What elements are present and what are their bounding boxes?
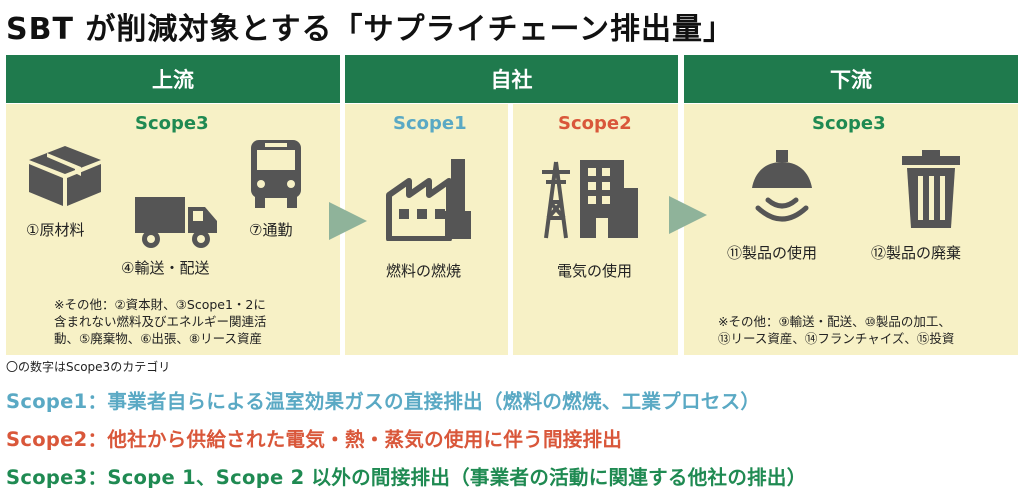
- scope2-definition: Scope2：他社から供給された電気・熱・蒸気の使用に伴う間接排出: [6, 428, 623, 451]
- scope1-definition: Scope1：事業者自らによる温室効果ガスの直接排出（燃料の燃焼、工業プロセス）: [6, 390, 761, 413]
- downstream-note: ※その他：⑨輸送・配送、⑩製品の加工、 ⑬リース資産、⑭フランチャイズ、⑮投資: [718, 314, 955, 346]
- scope1-label: Scope1: [393, 113, 467, 134]
- product-use-label: ⑪製品の使用: [727, 244, 818, 262]
- raw-materials-label: ①原材料: [26, 221, 85, 239]
- fuel-combustion-label: 燃料の燃焼: [386, 262, 462, 280]
- scope2-label: Scope2: [558, 113, 632, 134]
- power-building-icon: [542, 160, 638, 239]
- lamp-icon: [752, 150, 812, 222]
- truck-icon: [135, 197, 217, 248]
- commute-label: ⑦通勤: [249, 221, 293, 239]
- scope3-definition: Scope3：Scope 1、Scope 2 以外の間接排出（事業者の活動に関連…: [6, 466, 807, 489]
- bus-icon: [251, 140, 301, 208]
- trash-icon: [902, 150, 960, 228]
- scope3-label-downstream: Scope3: [812, 113, 886, 134]
- header-upstream: 上流: [6, 55, 340, 103]
- upstream-note: ※その他：②資本財、③Scope1・2に 含まれない燃料及びエネルギー関連活 動…: [54, 297, 267, 346]
- box-icon: [29, 146, 101, 206]
- category-footnote: 〇の数字はScope3のカテゴリ: [6, 360, 171, 374]
- page-title: SBT が削減対象とする「サプライチェーン排出量」: [6, 12, 734, 47]
- arrow-right-icon: [669, 196, 707, 234]
- electricity-use-label: 電気の使用: [557, 262, 633, 280]
- transport-label: ④輸送・配送: [121, 259, 210, 277]
- factory-icon: [386, 159, 471, 241]
- panel-downstream: [684, 104, 1018, 355]
- arrow-right-icon: [329, 202, 367, 240]
- panel-scope1: [345, 104, 508, 355]
- scope3-label-upstream: Scope3: [135, 113, 209, 134]
- product-disposal-label: ⑫製品の廃棄: [871, 244, 962, 262]
- header-own: 自社: [345, 55, 678, 103]
- header-downstream: 下流: [684, 55, 1018, 103]
